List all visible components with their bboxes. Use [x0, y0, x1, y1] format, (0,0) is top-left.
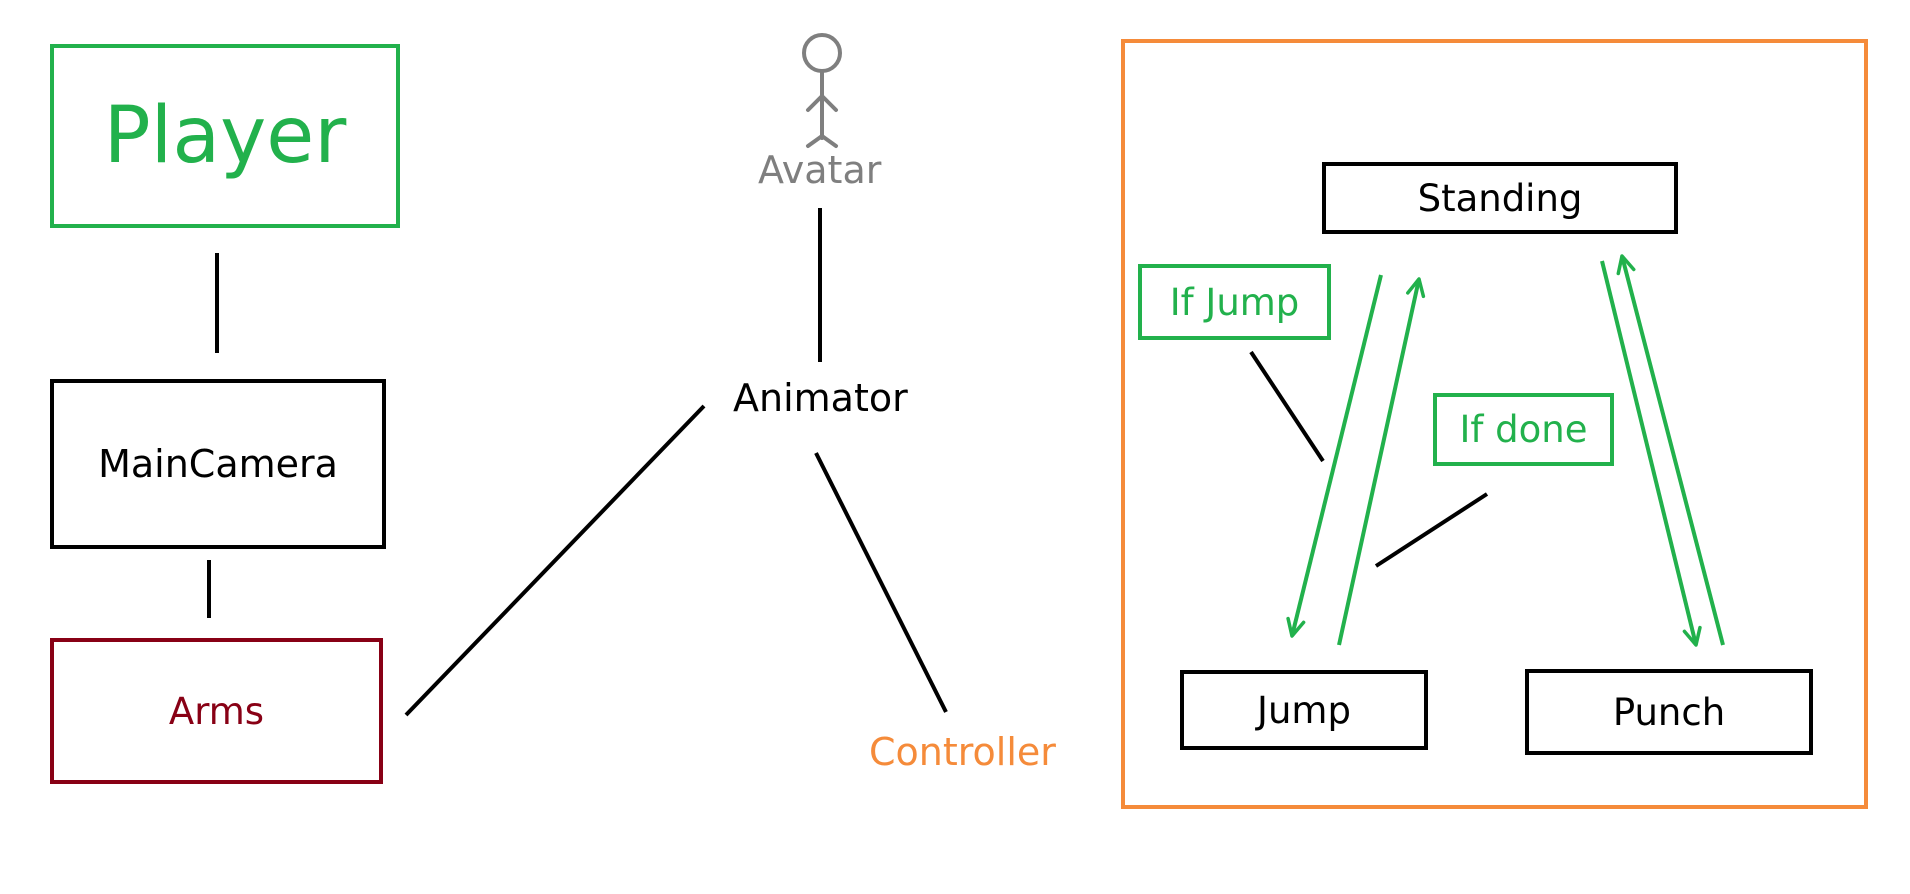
standing-to-punch-arrow [1600, 260, 1702, 647]
arms-node: Arms [50, 638, 383, 784]
player-label: Player [103, 91, 347, 181]
player-node: Player [50, 44, 400, 228]
condition-if-done: If done [1433, 393, 1614, 466]
avatar-label: Avatar [758, 148, 882, 192]
animator-controller-connector [814, 452, 948, 713]
standing-to-jump-arrow [1286, 274, 1383, 638]
animator-label: Animator [733, 376, 908, 420]
punch-to-standing-arrow [1616, 254, 1725, 646]
state-standing-label: Standing [1417, 176, 1583, 220]
state-jump: Jump [1180, 670, 1428, 750]
arms-label: Arms [168, 689, 265, 733]
state-punch: Punch [1525, 669, 1813, 755]
state-jump-label: Jump [1257, 688, 1351, 732]
state-punch-label: Punch [1612, 690, 1726, 734]
condition-if-jump-label: If Jump [1169, 280, 1300, 324]
if-jump-leader-line [1249, 350, 1325, 463]
if-done-leader-line [1374, 492, 1489, 568]
arms-animator-connector [404, 404, 706, 717]
state-machine-frame [1121, 39, 1868, 809]
state-standing: Standing [1322, 162, 1678, 234]
main-camera-label: MainCamera [98, 442, 338, 486]
condition-if-done-label: If done [1459, 408, 1588, 451]
jump-to-standing-arrow [1337, 277, 1426, 646]
stick-figure-icon [802, 33, 842, 148]
main-camera-node: MainCamera [50, 379, 386, 549]
condition-if-jump: If Jump [1138, 264, 1331, 340]
controller-label: Controller [869, 730, 1056, 774]
